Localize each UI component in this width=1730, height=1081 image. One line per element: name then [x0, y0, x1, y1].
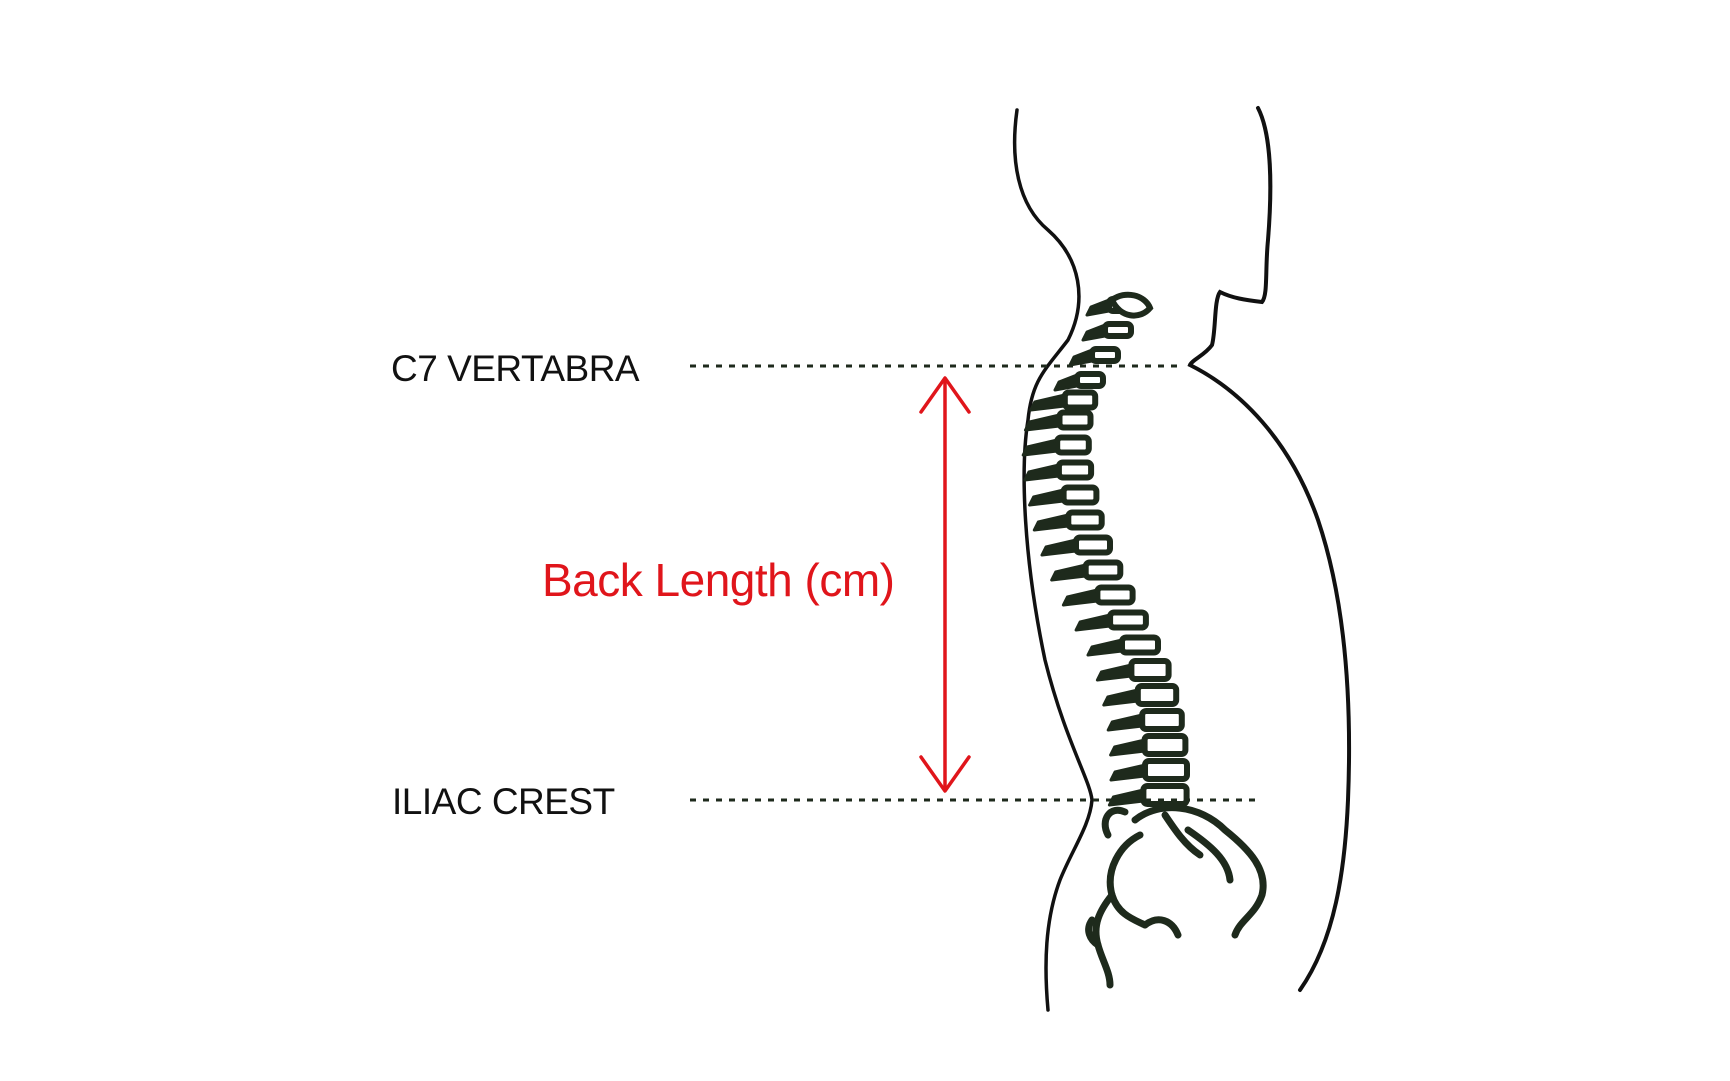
spinous-process — [1109, 738, 1147, 757]
back-outline — [1012, 108, 1094, 1012]
spinous-process — [1102, 688, 1140, 707]
front-outline — [1187, 106, 1352, 992]
spinous-process — [1109, 763, 1147, 782]
measurement-arrow — [919, 376, 971, 793]
vertebra — [1107, 609, 1149, 631]
spinous-process — [1040, 538, 1078, 557]
vertebra — [1094, 584, 1136, 606]
vertebra — [1055, 459, 1095, 481]
spinous-process — [1029, 393, 1067, 412]
spinous-process — [1106, 713, 1144, 732]
spinous-process — [1023, 463, 1061, 482]
back-length-label: Back Length (cm) — [542, 554, 894, 606]
spinous-process — [1021, 438, 1059, 457]
arrow-up-icon — [919, 376, 971, 414]
spinous-process — [1061, 588, 1099, 607]
spinous-process — [1024, 413, 1061, 432]
vertebra — [1119, 634, 1161, 656]
vertebra — [1065, 509, 1105, 531]
vertebra — [1134, 683, 1180, 707]
vertebra — [1142, 758, 1190, 782]
vertebra — [1102, 321, 1134, 339]
vertebra — [1074, 371, 1106, 389]
spine-icon — [1021, 291, 1190, 807]
pelvis-icon — [1085, 804, 1267, 989]
spinous-process — [1107, 788, 1145, 807]
vertebra — [1061, 389, 1099, 411]
vertebra — [1141, 733, 1189, 757]
vertebra — [1089, 346, 1121, 364]
vertebra — [1056, 409, 1094, 431]
spinous-process — [1053, 373, 1079, 392]
spinous-process — [1032, 513, 1070, 532]
vertebra — [1139, 708, 1185, 732]
vertebra — [1073, 534, 1113, 556]
spinous-process — [1085, 298, 1111, 317]
spinous-process — [1086, 638, 1124, 657]
spinous-process — [1095, 663, 1133, 682]
spinous-process — [1081, 323, 1107, 342]
spinous-process — [1028, 488, 1066, 507]
vertebra — [1060, 484, 1100, 506]
c7-vertebra-label: C7 VERTABRA — [391, 348, 640, 389]
vertebra — [1054, 434, 1092, 456]
vertebra — [1128, 658, 1172, 682]
spinous-process — [1068, 348, 1094, 367]
spinous-process — [1050, 563, 1088, 582]
spinous-process — [1074, 613, 1112, 632]
iliac-crest-label: ILIAC CREST — [392, 781, 615, 822]
atlas-vertebra — [1108, 291, 1154, 319]
vertebra — [1082, 559, 1124, 581]
arrow-down-icon — [919, 755, 971, 793]
torso-silhouette — [1012, 106, 1352, 1012]
